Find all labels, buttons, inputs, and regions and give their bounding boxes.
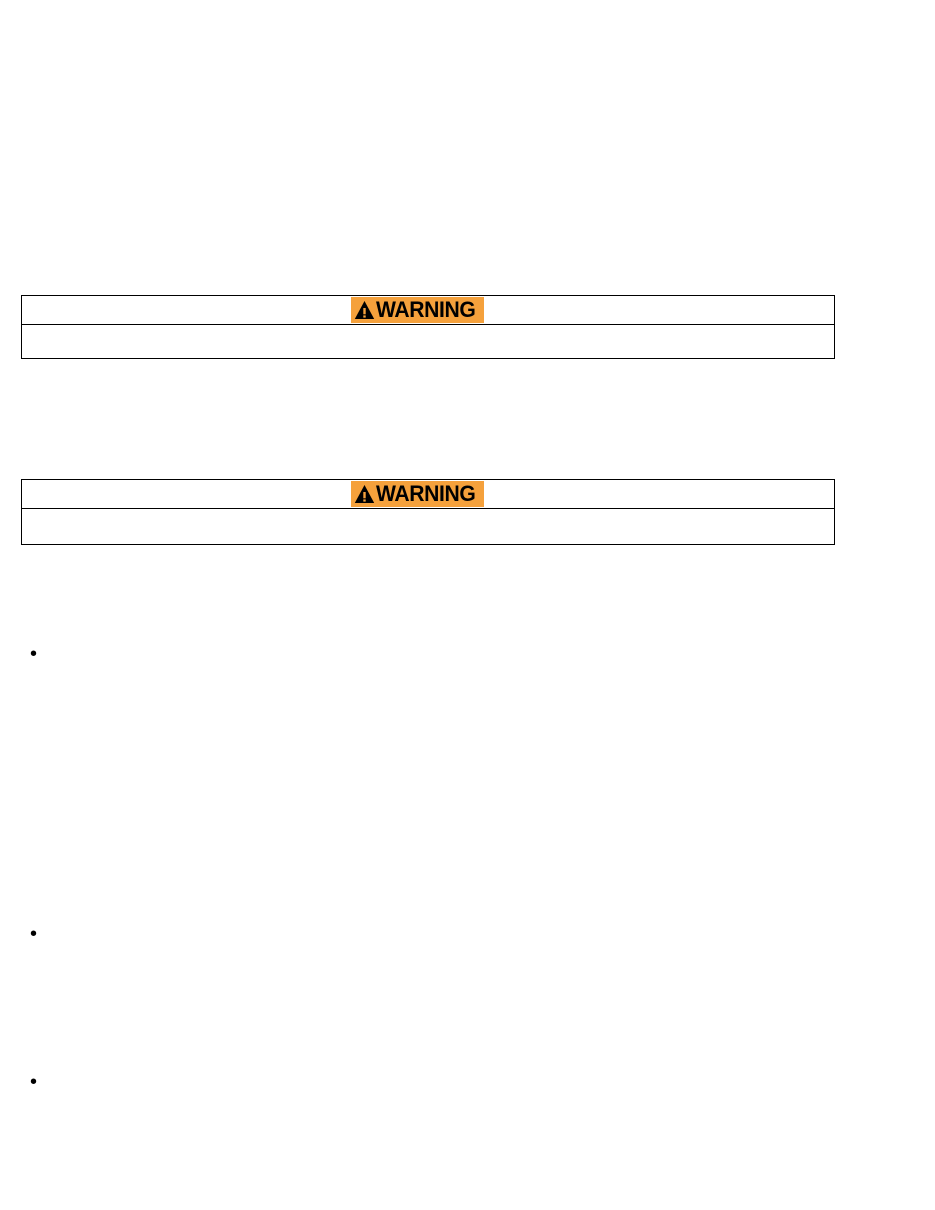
warning-badge-2: WARNING <box>351 481 484 507</box>
warning-triangle-icon <box>354 301 375 319</box>
warning-badge-1-label: WARNING <box>376 297 476 322</box>
warning-callout-2-body <box>22 509 834 544</box>
warning-badge-1: WARNING <box>351 297 484 323</box>
warning-badge-2-label: WARNING <box>376 481 476 506</box>
warning-callout-2: WARNING <box>21 479 835 545</box>
list-item: • <box>21 923 901 945</box>
list-item-text <box>43 926 901 927</box>
list-item-text <box>43 646 901 647</box>
warning-callout-1-body <box>22 325 834 358</box>
list-item: • <box>21 643 901 665</box>
intro-paragraph <box>21 240 901 241</box>
bullet-marker-icon: • <box>30 643 38 665</box>
warning-callout-1-header: WARNING <box>22 296 834 325</box>
bullet-marker-icon: • <box>30 923 38 945</box>
mid-paragraph <box>21 590 901 591</box>
warning-triangle-icon <box>354 485 375 503</box>
bullet-marker-icon: • <box>30 1071 38 1093</box>
warning-callout-2-text <box>22 509 834 518</box>
warning-callout-1: WARNING <box>21 295 835 359</box>
warning-callout-2-header: WARNING <box>22 480 834 509</box>
list-item-text <box>43 1074 901 1075</box>
warning-callout-1-text <box>22 325 834 334</box>
list-item: • <box>21 1071 901 1093</box>
